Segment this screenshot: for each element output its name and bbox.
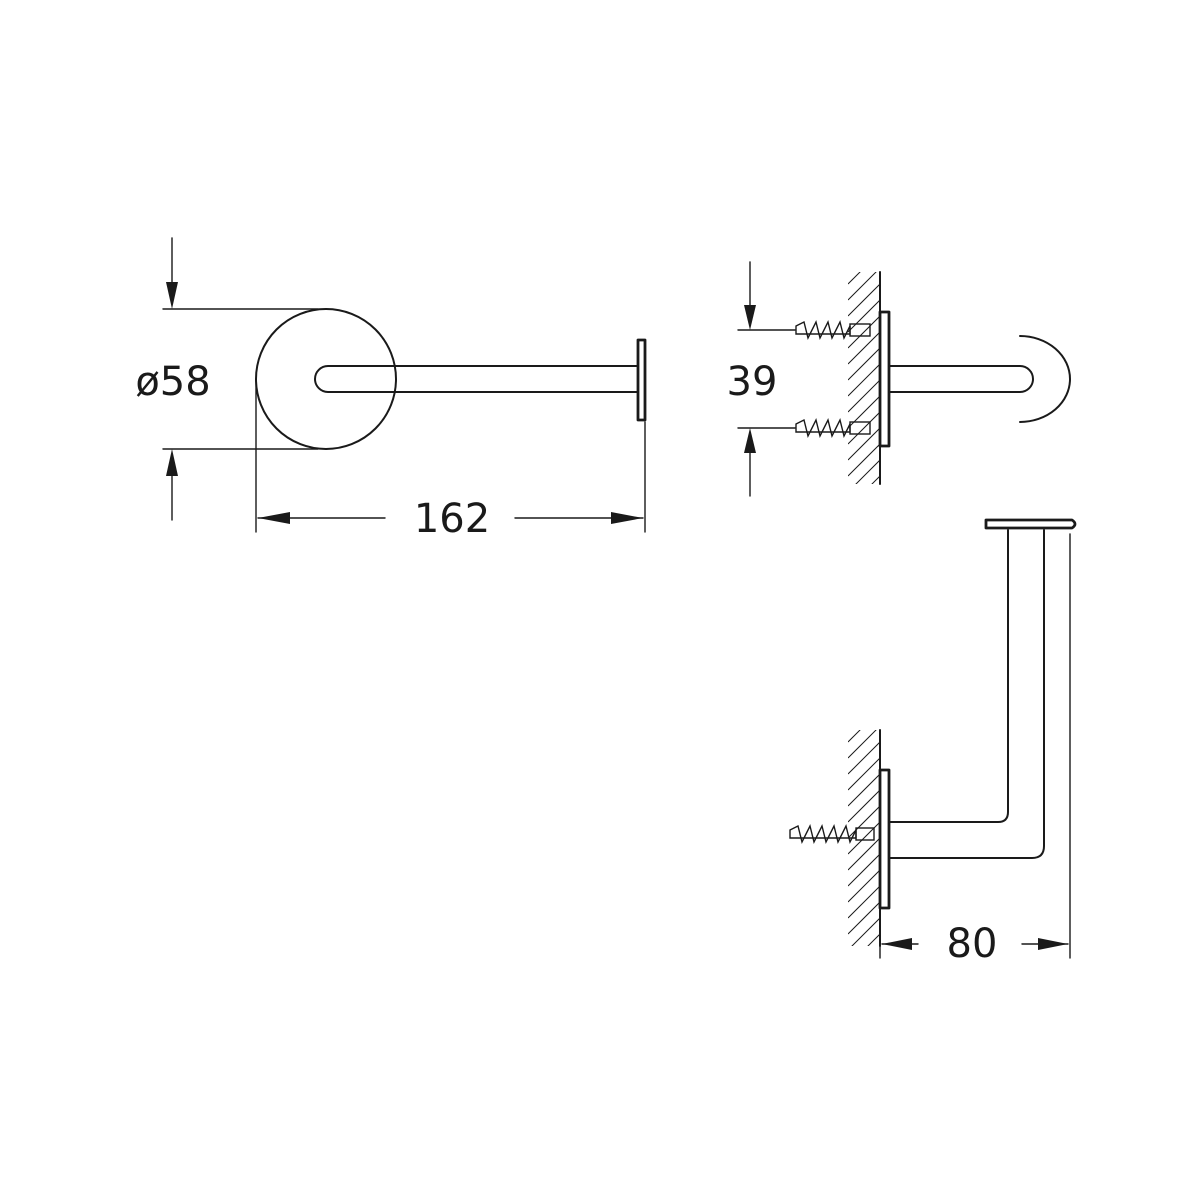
rosette-circle: [255, 308, 397, 450]
elevation-screw: [789, 823, 875, 845]
projection-dimension: 80: [879, 533, 1071, 967]
elevation-end-cap: [984, 518, 1077, 530]
side-arm: [888, 365, 1034, 393]
screw-spacing-label: 39: [727, 359, 778, 405]
elevation-arm: [888, 529, 1045, 859]
side-view: 39: [727, 261, 1071, 497]
wall-hatch: [848, 272, 880, 484]
screw-lower: [795, 417, 871, 439]
projection-label: 80: [947, 921, 998, 967]
screw-upper: [795, 319, 871, 341]
elevation-wall-plate: [878, 768, 891, 910]
length-dimension: 162: [255, 379, 646, 542]
elevation-view: 80: [789, 518, 1077, 967]
diameter-dimension: ø58: [135, 237, 319, 521]
front-view: ø58 162: [135, 237, 647, 542]
diameter-label: ø58: [135, 359, 210, 405]
side-end-disc: [1019, 335, 1071, 423]
length-label: 162: [414, 496, 490, 542]
holder-arm: [314, 365, 639, 393]
screw-spacing-dimension: 39: [727, 261, 796, 497]
wall-plate: [878, 310, 891, 448]
end-cap: [636, 338, 647, 422]
wall-hatch-lower: [848, 730, 880, 946]
